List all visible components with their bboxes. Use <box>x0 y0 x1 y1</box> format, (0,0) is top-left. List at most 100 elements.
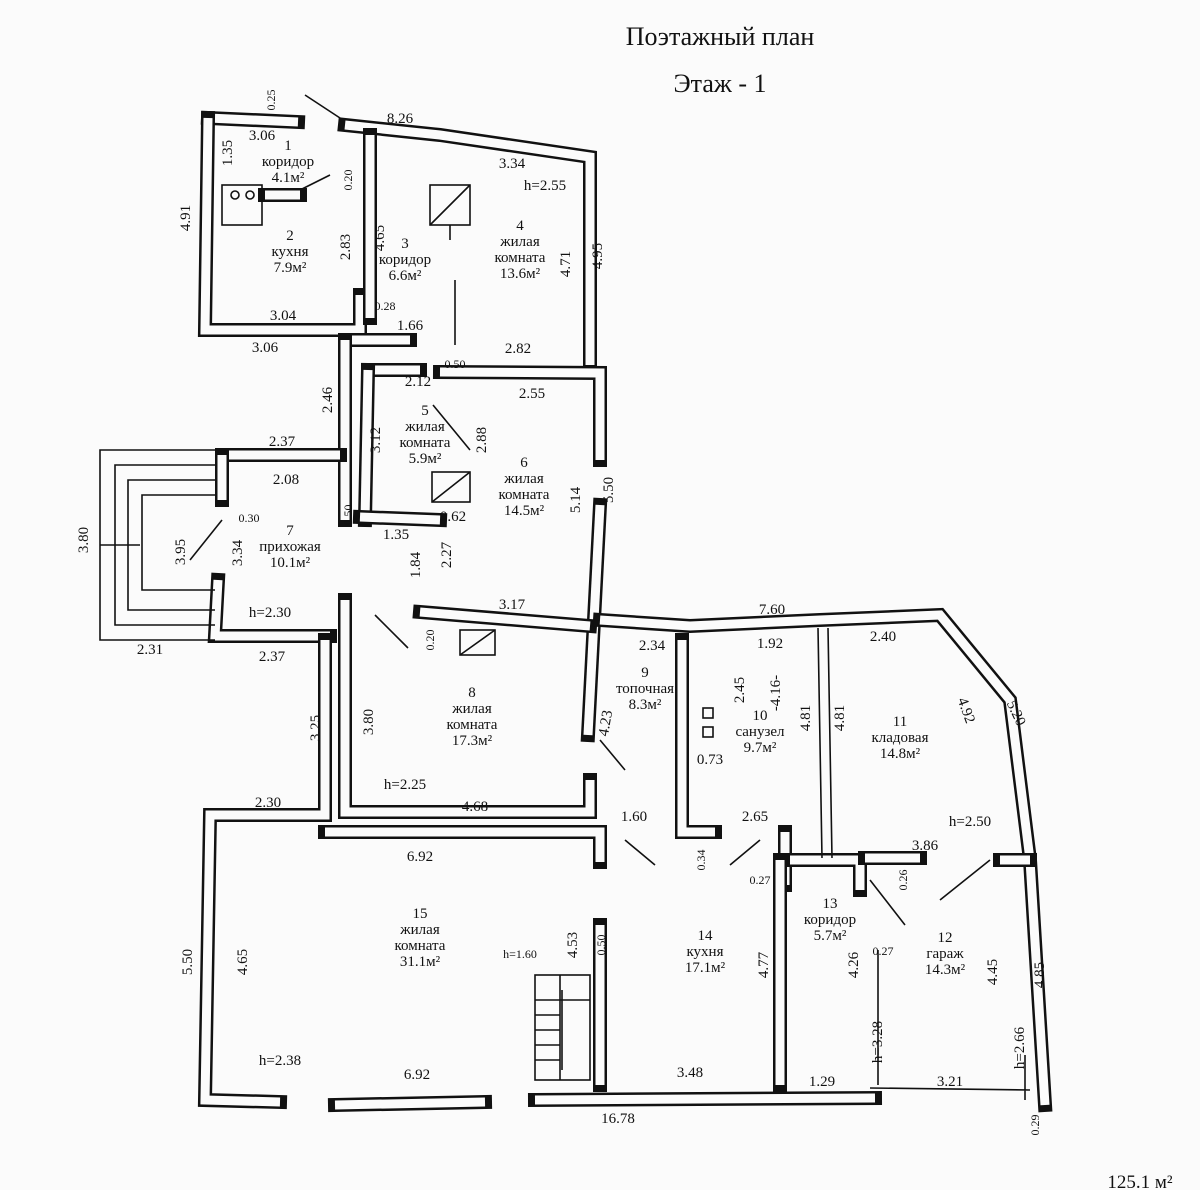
room-4-area: 13.6м² <box>500 266 541 282</box>
dimension-label: 1.35 <box>220 140 236 166</box>
dimension-label: 5.50 <box>601 477 617 503</box>
dimension-label: 0.30 <box>239 511 260 525</box>
dimension-label: 3.48 <box>677 1065 703 1081</box>
room-1-area: 4.1м² <box>272 170 305 186</box>
dimension-label: 4.65 <box>372 225 388 251</box>
room-3-area: 6.6м² <box>389 268 422 284</box>
room-8-number: 8 <box>468 685 476 701</box>
dimension-label: 1.60 <box>621 809 647 825</box>
dimension-label: h=2.50 <box>949 814 991 830</box>
room-12-area: 14.3м² <box>925 962 966 978</box>
dimension-label: 3.34 <box>499 156 526 172</box>
plan-title: Поэтажный план <box>626 22 815 51</box>
room-15-name2: комната <box>395 938 446 954</box>
dimension-label: 4.23 <box>596 709 616 738</box>
dimension-label: h=2.55 <box>524 178 566 194</box>
dimension-label: 2.45 <box>732 677 748 703</box>
dimension-label: 4.91 <box>178 205 194 231</box>
dimension-label: 0.20 <box>341 170 355 191</box>
room-8-area: 17.3м² <box>452 733 493 749</box>
room-12-number: 12 <box>938 930 953 946</box>
dimension-label: h=2.25 <box>384 777 426 793</box>
room-9-area: 8.3м² <box>629 697 662 713</box>
wall-segment <box>419 607 591 631</box>
room-10-area: 9.7м² <box>744 740 777 756</box>
wall-segment <box>439 367 605 460</box>
dimension-label: 3.06 <box>252 340 279 356</box>
dimension-label: 2.30 <box>255 795 281 811</box>
dimension-label: 7.60 <box>759 602 785 618</box>
dimension-label: 4.81 <box>832 705 848 731</box>
dimension-label: 2.40 <box>870 629 896 645</box>
wall-segment <box>677 640 715 837</box>
wall-segment <box>360 369 373 521</box>
room-15-number: 15 <box>413 906 428 922</box>
room-11-number: 11 <box>893 714 907 730</box>
dimension-label: 4.45 <box>985 959 1001 985</box>
dimension-label: 2.83 <box>338 234 354 260</box>
room-5-name2: комната <box>400 435 451 451</box>
dimension-label: 0.28 <box>375 299 396 313</box>
wall-segment <box>534 1093 876 1105</box>
room-labels: 1коридор4.1м²2кухня7.9м²3коридор6.6м²4жи… <box>259 138 965 978</box>
dimension-label: 0.62 <box>440 509 466 525</box>
dimension-label: 2.82 <box>505 341 531 357</box>
dimension-label: 4.68 <box>462 799 488 815</box>
dimension-label: 2.34 <box>639 638 666 654</box>
wall-segment <box>340 600 595 817</box>
room-12-name: гараж <box>926 946 964 962</box>
dimension-label: h=2.30 <box>249 605 291 621</box>
dimension-label: 4.53 <box>565 932 581 958</box>
dimension-label: 2.65 <box>742 809 768 825</box>
room-6-number: 6 <box>520 455 528 471</box>
dimension-label: 2.27 <box>439 541 455 568</box>
dimension-label: 3.21 <box>937 1074 963 1090</box>
wall-segment <box>207 113 299 127</box>
dimension-label: 3.04 <box>270 308 297 324</box>
dimension-label: 6.92 <box>404 1067 430 1083</box>
dimension-label: 1.66 <box>397 318 424 334</box>
room-2-name: кухня <box>271 244 308 260</box>
wall-segment <box>210 579 330 641</box>
room-15-area: 31.1м² <box>400 954 441 970</box>
dimension-label: -4.16- <box>768 675 784 711</box>
room-10-name: санузел <box>735 724 785 740</box>
room-13-name: коридор <box>804 912 856 928</box>
dimension-label: 1.92 <box>757 636 783 652</box>
room-9-name: топочная <box>616 681 674 697</box>
room-6-area: 14.5м² <box>504 503 545 519</box>
dimension-label: 5.50 <box>180 949 196 975</box>
dimension-label: 0.34 <box>694 850 708 871</box>
room-3-number: 3 <box>401 236 409 252</box>
dimension-label: 2.55 <box>519 386 545 402</box>
walls <box>197 110 1053 1113</box>
floor-label: Этаж - 1 <box>673 69 766 98</box>
room-10-number: 10 <box>753 708 768 724</box>
dimension-label: 0.27 <box>873 944 894 958</box>
dimension-label: 4.95 <box>590 243 606 269</box>
dimension-label: 0.29 <box>1028 1115 1042 1136</box>
dimension-label: 16.78 <box>601 1111 635 1127</box>
room-13-area: 5.7м² <box>814 928 847 944</box>
wall-segment <box>334 1097 486 1110</box>
room-5-name: жилая <box>404 419 445 435</box>
wall-segment <box>197 633 332 1110</box>
dimension-label: 3.25 <box>308 715 324 741</box>
wall-segment <box>200 640 330 1107</box>
room-7-area: 10.1м² <box>270 555 311 571</box>
dimension-label: 4.85 <box>1032 962 1048 988</box>
dimension-label: 6.92 <box>407 849 433 865</box>
dimension-label: 1.35 <box>383 527 409 543</box>
dimension-label: 0.50 <box>341 505 355 526</box>
room-11-area: 14.8м² <box>880 746 921 762</box>
dimension-label: h=3.28 <box>870 1021 886 1063</box>
dimension-label: 0.73 <box>697 752 723 768</box>
room-1-number: 1 <box>284 138 292 154</box>
dimension-label: h=2.66 <box>1012 1026 1028 1069</box>
room-14-name: кухня <box>686 944 723 960</box>
room-9-number: 9 <box>641 665 649 681</box>
dimension-label: 2.37 <box>269 434 296 450</box>
dimension-label: 2.08 <box>273 472 299 488</box>
dimension-label: 1.29 <box>809 1074 835 1090</box>
